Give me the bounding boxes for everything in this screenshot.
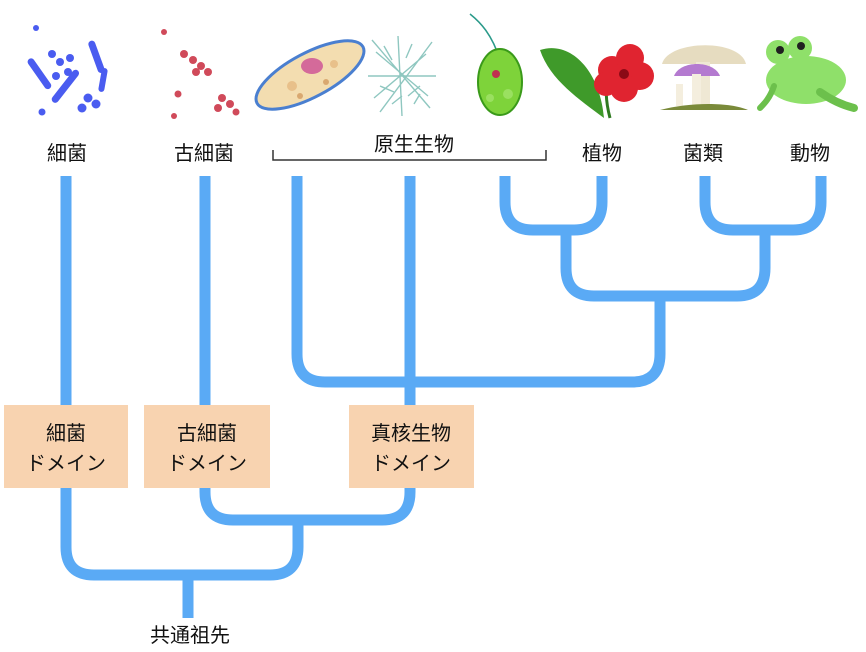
label-common-ancestor: 共通祖先 xyxy=(150,623,230,647)
bacteria-icon xyxy=(27,25,108,116)
branch-fungi-animals xyxy=(699,176,827,236)
label-bacteria: 細菌 xyxy=(47,141,87,165)
label-plants: 植物 xyxy=(582,141,622,165)
domain-box-eukaryote: 真核生物 ドメイン xyxy=(349,405,474,488)
domain-box-archaea: 古細菌 ドメイン xyxy=(144,405,270,488)
domain-box-bacteria: 細菌 ドメイン xyxy=(4,405,128,488)
mushroom-icon xyxy=(660,45,748,110)
branch-plants xyxy=(499,176,608,236)
label-animals: 動物 xyxy=(790,141,830,165)
tree-branches xyxy=(60,176,827,618)
domain-archaea-line1: 古細菌 xyxy=(177,421,237,445)
paramecium-icon xyxy=(254,39,366,111)
label-fungi: 菌類 xyxy=(683,141,723,165)
protist-bracket xyxy=(272,150,547,161)
domain-eukaryote-line1: 真核生物 xyxy=(371,421,451,445)
branch-bacteria xyxy=(60,176,304,581)
mold-hyphae-icon xyxy=(368,35,436,117)
branch-eukaryote xyxy=(291,176,666,388)
branch-archaea-eukaryote xyxy=(199,176,416,526)
label-archaea: 古細菌 xyxy=(174,141,234,165)
domain-bacteria-line2: ドメイン xyxy=(26,451,106,475)
domain-eukaryote-line2: ドメイン xyxy=(371,451,451,475)
branch-upper-eukaryote xyxy=(560,230,771,302)
domain-archaea-line2: ドメイン xyxy=(167,451,247,475)
euglena-icon xyxy=(469,13,523,116)
label-protists: 原生生物 xyxy=(374,132,454,156)
domain-bacteria-line1: 細菌 xyxy=(46,421,86,445)
hibiscus-flower-icon xyxy=(540,44,654,119)
frog-icon xyxy=(757,36,858,112)
archaea-icon xyxy=(161,29,240,119)
